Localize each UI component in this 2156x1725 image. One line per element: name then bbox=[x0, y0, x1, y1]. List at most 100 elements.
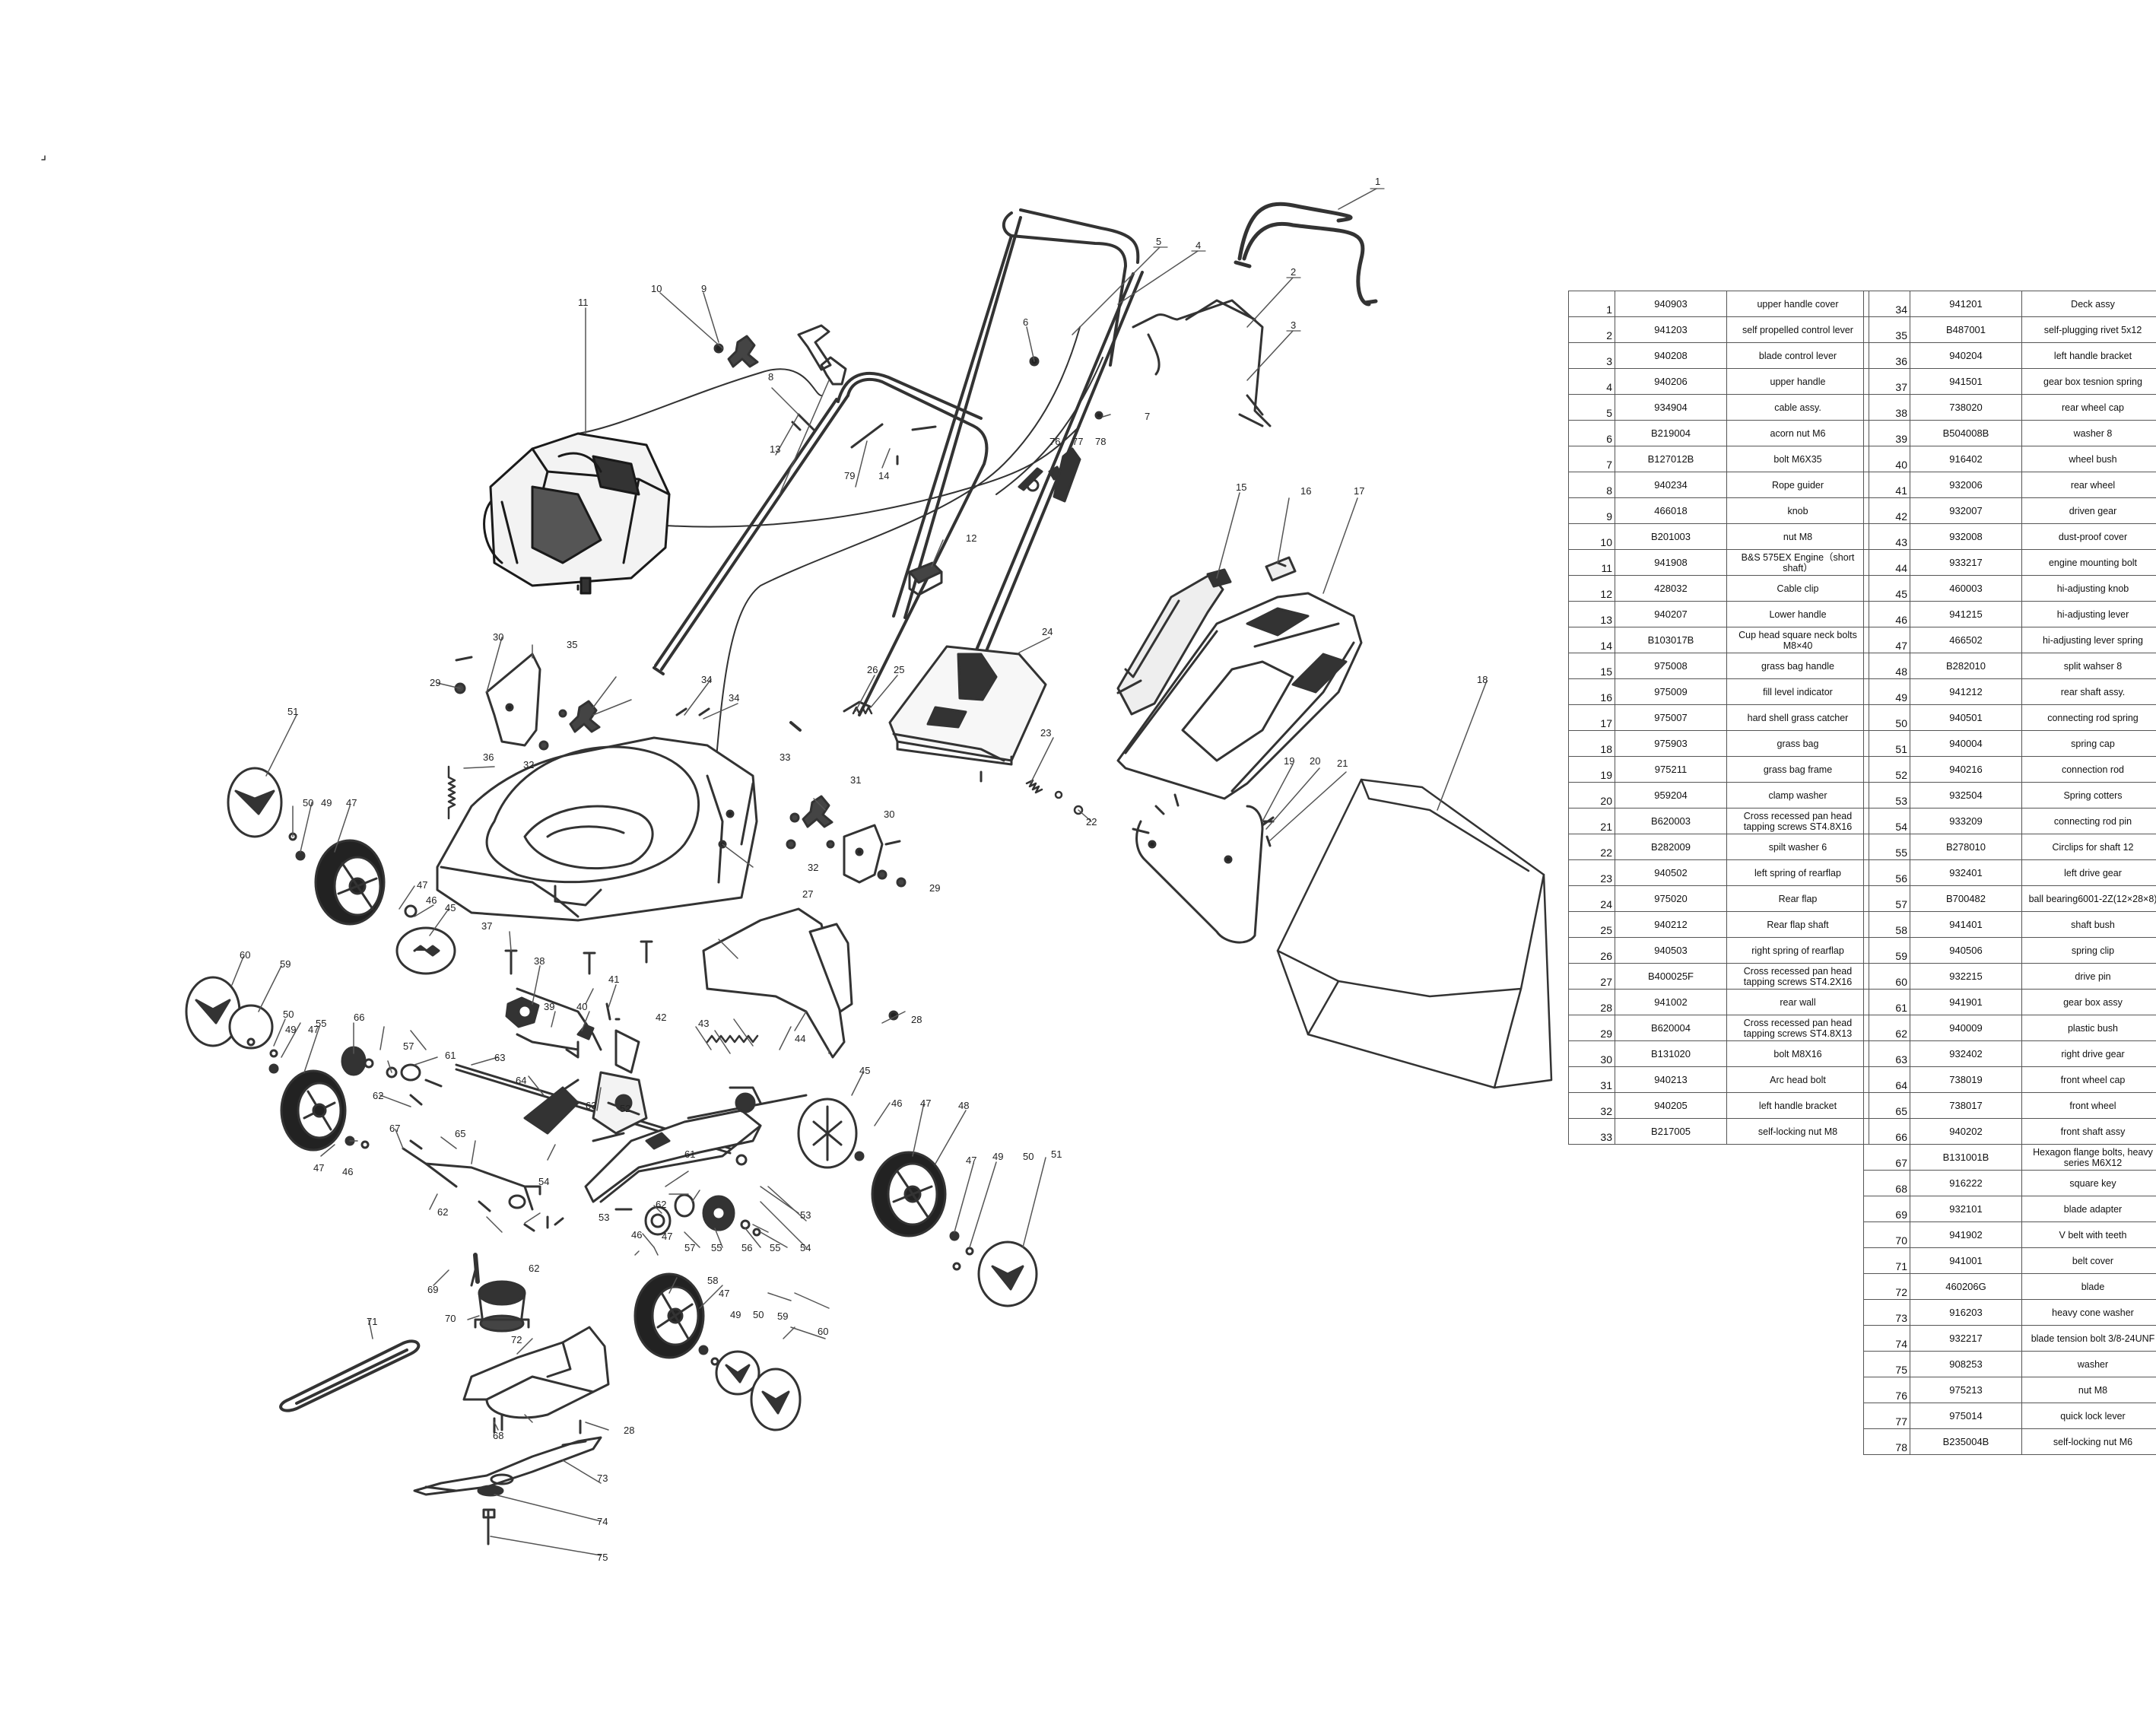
part-number-cell: 32 bbox=[1568, 1092, 1615, 1119]
callout-40: 40 bbox=[576, 1001, 587, 1012]
part-code-cell: 940206 bbox=[1615, 368, 1727, 395]
part-description-cell: left handle bracket bbox=[1726, 1092, 1869, 1119]
part-code-cell: 941901 bbox=[1910, 989, 2022, 1015]
part-code-cell: 916402 bbox=[1910, 446, 2022, 472]
callout-25: 25 bbox=[894, 664, 904, 675]
part-number-cell: 58 bbox=[1863, 911, 1910, 938]
part-code-cell: B127012B bbox=[1615, 446, 1727, 472]
part-code-cell: 941902 bbox=[1910, 1221, 2022, 1248]
part-code-cell: 940212 bbox=[1615, 911, 1727, 938]
callout-2: 2 bbox=[1291, 266, 1296, 278]
belt-cover bbox=[462, 1326, 610, 1419]
callout-22: 22 bbox=[1086, 816, 1097, 828]
part-description-cell: drive pin bbox=[2021, 963, 2156, 990]
callout-57b: 57 bbox=[684, 1242, 695, 1253]
callout-77: 77 bbox=[1072, 436, 1083, 447]
part-number-cell: 73 bbox=[1863, 1299, 1910, 1326]
part-number-cell: 25 bbox=[1568, 911, 1615, 938]
callout-24: 24 bbox=[1042, 626, 1053, 637]
callout-47h: 47 bbox=[719, 1288, 729, 1299]
callout-10: 10 bbox=[651, 283, 662, 294]
part-number-cell: 51 bbox=[1863, 730, 1910, 757]
part-number-cell: 60 bbox=[1863, 963, 1910, 990]
part-number-cell: 65 bbox=[1863, 1092, 1910, 1119]
callout-32b: 32 bbox=[808, 862, 818, 873]
callout-59: 59 bbox=[280, 958, 291, 970]
grass-bag bbox=[1276, 778, 1553, 1089]
part-code-cell: 738020 bbox=[1910, 394, 2022, 421]
drive-shaft-and-gearbox bbox=[455, 987, 808, 1203]
part-number-cell: 63 bbox=[1863, 1040, 1910, 1067]
callout-78: 78 bbox=[1095, 436, 1106, 447]
part-description-cell: left drive gear bbox=[2021, 859, 2156, 886]
part-number-cell: 61 bbox=[1863, 989, 1910, 1015]
callout-14: 14 bbox=[878, 470, 889, 481]
part-code-cell: 908253 bbox=[1910, 1351, 2022, 1377]
part-description-cell: spilt washer 6 bbox=[1726, 834, 1869, 860]
part-code-cell: B219004 bbox=[1615, 420, 1727, 446]
part-number-cell: 33 bbox=[1568, 1118, 1615, 1145]
part-number-cell: 41 bbox=[1863, 472, 1910, 498]
callout-59b: 59 bbox=[777, 1310, 788, 1322]
part-number-cell: 38 bbox=[1863, 394, 1910, 421]
part-number-cell: 19 bbox=[1568, 756, 1615, 783]
lower-handle bbox=[653, 371, 989, 732]
callout-41: 41 bbox=[608, 974, 619, 985]
part-number-cell: 20 bbox=[1568, 782, 1615, 808]
part-code-cell: B278010 bbox=[1910, 834, 2022, 860]
part-code-cell: 916222 bbox=[1910, 1170, 2022, 1196]
callout-34b: 34 bbox=[729, 692, 739, 704]
part-code-cell: 975211 bbox=[1615, 756, 1727, 783]
part-description-cell: upper handle bbox=[1726, 368, 1869, 395]
part-description-cell: grass bag bbox=[1726, 730, 1869, 757]
part-number-cell: 45 bbox=[1863, 575, 1910, 602]
part-number-cell: 18 bbox=[1568, 730, 1615, 757]
callout-18: 18 bbox=[1477, 674, 1488, 685]
part-description-cell: Circlips for shaft 12 bbox=[2021, 834, 2156, 860]
part-number-cell: 54 bbox=[1863, 808, 1910, 834]
callout-labels: 1 2 3 4 5 6 7 8 9 10 11 12 13 14 15 16 1… bbox=[240, 176, 1488, 1563]
part-description-cell: acorn nut M6 bbox=[1726, 420, 1869, 446]
part-code-cell: 940503 bbox=[1615, 937, 1727, 964]
part-description-cell: wheel bush bbox=[2021, 446, 2156, 472]
callout-55b: 55 bbox=[711, 1242, 722, 1253]
callout-71: 71 bbox=[367, 1316, 377, 1327]
grass-catcher bbox=[1116, 556, 1363, 800]
callout-58: 58 bbox=[707, 1275, 718, 1286]
part-code-cell: B235004B bbox=[1910, 1428, 2022, 1455]
part-description-cell: Hexagon flange bolts, heavy series M6X12 bbox=[2021, 1144, 2156, 1171]
part-number-cell: 36 bbox=[1863, 342, 1910, 369]
part-description-cell: hi-adjusting lever bbox=[2021, 601, 2156, 627]
part-number-cell: 67 bbox=[1863, 1144, 1910, 1171]
part-code-cell: 933209 bbox=[1910, 808, 2022, 834]
callout-32: 32 bbox=[523, 759, 534, 770]
part-description-cell: fill level indicator bbox=[1726, 678, 1869, 705]
part-description-cell: left spring of rearflap bbox=[1726, 859, 1869, 886]
callout-62: 62 bbox=[373, 1090, 383, 1101]
part-description-cell: connecting rod pin bbox=[2021, 808, 2156, 834]
front-right-wheel-assembly bbox=[633, 1272, 802, 1431]
part-code-cell: 975014 bbox=[1910, 1403, 2022, 1429]
part-description-cell: Cup head square neck bolts M8×40 bbox=[1726, 627, 1869, 653]
part-code-cell: 932401 bbox=[1910, 859, 2022, 886]
part-number-cell: 49 bbox=[1863, 678, 1910, 705]
part-description-cell: front wheel bbox=[2021, 1092, 2156, 1119]
part-number-cell: 26 bbox=[1568, 937, 1615, 964]
